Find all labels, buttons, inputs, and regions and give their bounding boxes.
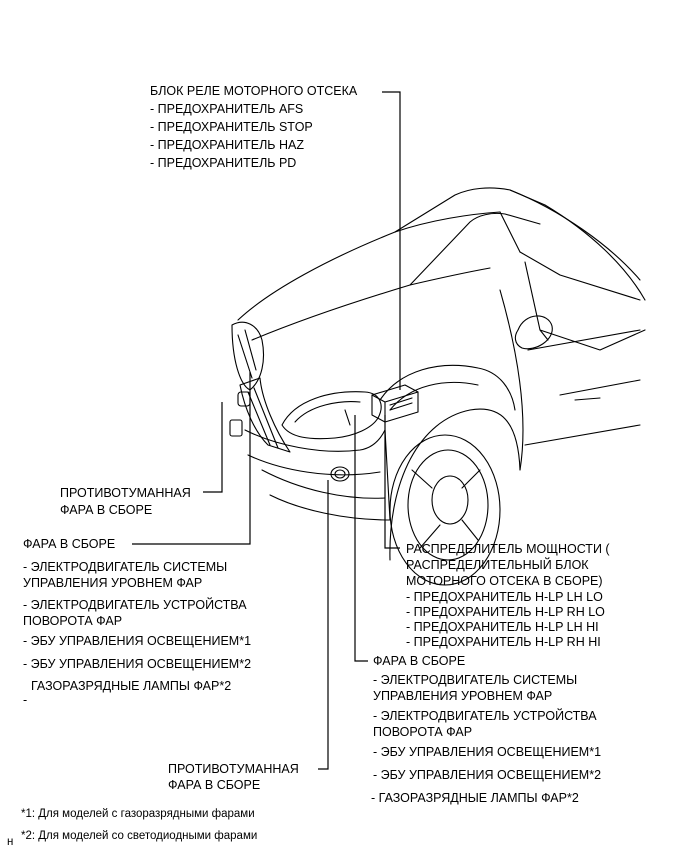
fog-right-shape bbox=[330, 466, 350, 482]
leader-fog-bottom bbox=[318, 480, 329, 770]
headlamp-left-item-7: ГАЗОРАЗРЯДНЫЕ ЛАМПЫ ФАР*2 bbox=[31, 679, 232, 693]
corner-mark: н bbox=[7, 836, 14, 848]
power-dist-fuse-lh-lo: - ПРЕДОХРАНИТЕЛЬ H-LP LH LO bbox=[406, 590, 603, 604]
headlamp-right-item-3: - ЭЛЕКТРОДВИГАТЕЛЬ УСТРОЙСТВА bbox=[373, 709, 597, 723]
relay-item-pd: - ПРЕДОХРАНИТЕЛЬ PD bbox=[150, 156, 297, 170]
leader-fog-left bbox=[203, 402, 223, 493]
fog-left-line1: ПРОТИВОТУМАННАЯ bbox=[60, 486, 191, 500]
relay-block-title: БЛОК РЕЛЕ МОТОРНОГО ОТСЕКА bbox=[150, 84, 358, 98]
headlamp-right-item-7: - ГАЗОРАЗРЯДНЫЕ ЛАМПЫ ФАР*2 bbox=[371, 791, 579, 805]
headlamp-right-item-2: УПРАВЛЕНИЯ УРОВНЕМ ФАР bbox=[373, 689, 553, 703]
power-dist-line3: МОТОРНОГО ОТСЕКА В СБОРЕ) bbox=[406, 574, 603, 588]
leader-power-dist bbox=[384, 415, 400, 549]
headlamp-left-item-4: ПОВОРОТА ФАР bbox=[23, 614, 123, 628]
fog-left-shape bbox=[237, 391, 251, 407]
leader-headlamp-left bbox=[132, 372, 251, 545]
side-window bbox=[524, 261, 646, 351]
wheel-arch bbox=[389, 408, 521, 561]
fog-left-line2: ФАРА В СБОРЕ bbox=[60, 503, 153, 517]
fog-bottom-line1: ПРОТИВОТУМАННАЯ bbox=[168, 762, 299, 776]
leader-headlamp-right bbox=[354, 415, 368, 662]
relay-item-stop: - ПРЕДОХРАНИТЕЛЬ STOP bbox=[150, 120, 313, 134]
headlamp-left-item-3: - ЭЛЕКТРОДВИГАТЕЛЬ УСТРОЙСТВА bbox=[23, 598, 247, 612]
headlamp-right-item-4: ПОВОРОТА ФАР bbox=[373, 725, 473, 739]
relay-item-haz: - ПРЕДОХРАНИТЕЛЬ HAZ bbox=[150, 138, 304, 152]
headlamp-right-title: ФАРА В СБОРЕ bbox=[373, 654, 466, 668]
power-dist-line1: РАСПРЕДЕЛИТЕЛЬ МОЩНОСТИ ( bbox=[406, 542, 610, 556]
power-dist-fuse-lh-hi: - ПРЕДОХРАНИТЕЛЬ H-LP LH HI bbox=[406, 620, 599, 634]
power-dist-line2: РАСПРЕДЕЛИТЕЛЬНЫЙ БЛОК bbox=[406, 558, 589, 572]
headlamp-right-item-1: - ЭЛЕКТРОДВИГАТЕЛЬ СИСТЕМЫ bbox=[373, 673, 578, 687]
headlamp-right-shape bbox=[281, 391, 382, 440]
footnote-1: *1: Для моделей с газоразрядными фарами bbox=[21, 808, 255, 820]
headlamp-left-item-8: - bbox=[23, 693, 28, 707]
leader-relay bbox=[382, 91, 401, 390]
headlamp-right-item-5: - ЭБУ УПРАВЛЕНИЯ ОСВЕЩЕНИЕМ*1 bbox=[373, 745, 602, 759]
front-wheel bbox=[389, 434, 501, 586]
headlamp-left-title: ФАРА В СБОРЕ bbox=[23, 537, 116, 551]
headlamp-left-shape bbox=[231, 321, 265, 391]
roof-line bbox=[509, 189, 641, 281]
mirror bbox=[514, 315, 553, 350]
headlamp-left-item-6: - ЭБУ УПРАВЛЕНИЯ ОСВЕЩЕНИЕМ*2 bbox=[23, 657, 252, 671]
power-dist-fuse-rh-lo: - ПРЕДОХРАНИТЕЛЬ H-LP RH LO bbox=[406, 605, 605, 619]
footnote-2: *2: Для моделей со светодиодными фарами bbox=[21, 830, 258, 842]
fuse-block-shape bbox=[371, 384, 419, 423]
fog-bottom-line2: ФАРА В СБОРЕ bbox=[168, 778, 261, 792]
hood-outline bbox=[237, 211, 501, 321]
power-dist-fuse-rh-hi: - ПРЕДОХРАНИТЕЛЬ H-LP RH HI bbox=[406, 635, 601, 649]
headlamp-left-item-1: - ЭЛЕКТРОДВИГАТЕЛЬ СИСТЕМЫ bbox=[23, 560, 228, 574]
headlamp-right-item-6: - ЭБУ УПРАВЛЕНИЯ ОСВЕЩЕНИЕМ*2 bbox=[373, 768, 602, 782]
relay-item-afs: - ПРЕДОХРАНИТЕЛЬ AFS bbox=[150, 102, 304, 116]
headlamp-left-item-2: УПРАВЛЕНИЯ УРОВНЕМ ФАР bbox=[23, 576, 203, 590]
headlamp-left-item-5: - ЭБУ УПРАВЛЕНИЯ ОСВЕЩЕНИЕМ*1 bbox=[23, 634, 252, 648]
front-bumper bbox=[244, 429, 386, 452]
grille bbox=[239, 377, 291, 453]
